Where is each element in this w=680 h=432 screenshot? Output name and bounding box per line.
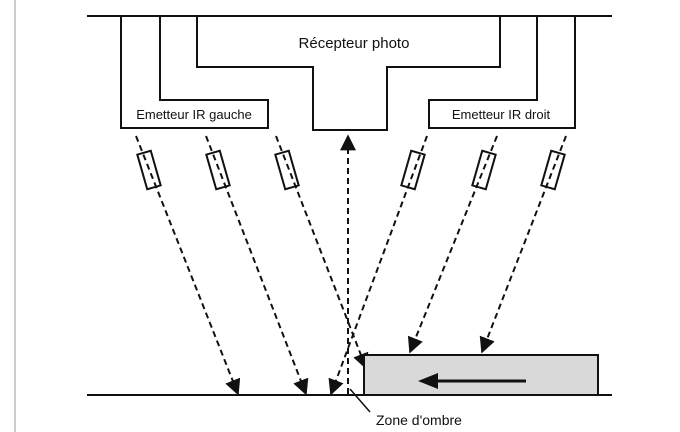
left-emitter-housing [120, 16, 269, 129]
ir-diode-left-3 [274, 149, 300, 191]
ir-diode-left-2 [205, 149, 231, 191]
ray-left-1 [135, 135, 241, 396]
receiver-housing [196, 16, 501, 131]
ir-diode-right-1 [400, 149, 426, 191]
ray-left-3 [275, 135, 369, 370]
receiver-label: Récepteur photo [299, 35, 410, 52]
ir-diode-right-2 [471, 149, 497, 191]
ray-left-2 [205, 135, 309, 396]
ray-right-2 [407, 135, 498, 354]
emitter-right-label: Emetteur IR droit [452, 107, 551, 122]
ir-diode-left-1 [136, 149, 162, 191]
ray-right-3 [479, 135, 567, 354]
right-emitter-housing [428, 16, 576, 129]
ray-right-1 [328, 135, 428, 396]
emitter-left-label: Emetteur IR gauche [136, 107, 252, 122]
moving-object [363, 354, 599, 396]
ir-diode-right-3 [540, 149, 566, 191]
motion-arrow-head [418, 373, 438, 389]
shadow-zone-label: Zone d'ombre [376, 412, 462, 428]
shadow-zone-leader-line [349, 388, 371, 413]
